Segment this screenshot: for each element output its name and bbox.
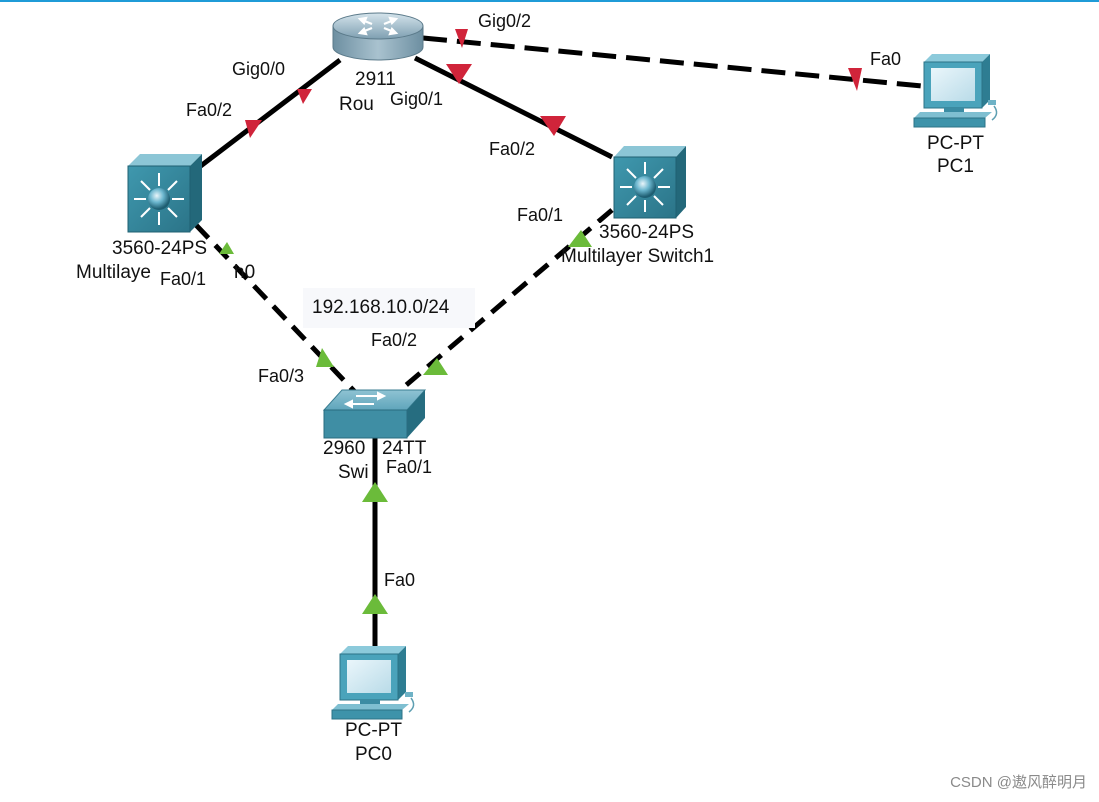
link-status-up-indicator: [362, 482, 388, 502]
switch-model-label-right: 24TT: [382, 438, 427, 459]
link-status-down-indicator: [245, 120, 262, 138]
link-status-down-indicator: [540, 116, 566, 136]
link-status-up-indicator: [568, 230, 592, 247]
port-label-pc1-fa0: Fa0: [870, 49, 902, 69]
ml0-model-label: 3560-24PS: [112, 238, 208, 259]
pc0-type-label: PC-PT: [345, 720, 402, 741]
watermark-text: CSDN @遨风醉明月: [950, 774, 1087, 791]
router-model-label: 2911: [355, 69, 396, 90]
port-label-ml1-fa02: Fa0/2: [489, 139, 536, 159]
port-label-ml0-fa02: Fa0/2: [186, 100, 233, 120]
window-top-accent: [0, 0, 1099, 2]
multilayer-switch-icon[interactable]: [613, 146, 686, 219]
ml1-model-label: 3560-24PS: [597, 222, 697, 243]
port-label-pc0-fa0: Fa0: [384, 570, 416, 590]
link-status-up-indicator: [219, 242, 234, 254]
link-status-down-indicator: [446, 64, 472, 84]
pc1-type-label: PC-PT: [927, 133, 984, 154]
router-name-label: Rou: [339, 94, 374, 115]
pc0-name-label: PC0: [355, 744, 392, 765]
link-router-ml1[interactable]: [413, 55, 614, 160]
ml1-name-label: Multilayer Switch1: [561, 246, 715, 267]
pc1-name-label: PC1: [937, 156, 974, 177]
pc-icon[interactable]: [331, 646, 415, 720]
switch-icon[interactable]: [322, 389, 427, 439]
network-label-box: [303, 288, 475, 328]
link-ml1-switch[interactable]: [396, 208, 614, 394]
port-label-router-gig00: Gig0/0: [232, 59, 286, 79]
switch-model-label-left: 2960: [323, 438, 366, 459]
link-status-down-indicator: [455, 29, 468, 48]
ml0-name-label-left: Multilaye: [76, 262, 151, 283]
port-label-ml1-fa01: Fa0/1: [517, 205, 564, 225]
link-status-up-indicator: [423, 358, 448, 375]
port-label-sw-fa02: Fa0/2: [371, 330, 418, 350]
port-label-router-gig01: Gig0/1: [388, 89, 446, 109]
link-router-pc1[interactable]: [422, 35, 923, 89]
link-status-down-indicator: [848, 68, 862, 91]
link-status-down-indicator: [297, 89, 312, 104]
port-label-sw-fa01: Fa0/1: [384, 457, 435, 477]
port-label-ml0-fa01: Fa0/1: [158, 269, 209, 289]
router-icon[interactable]: [332, 12, 424, 61]
pc-icon[interactable]: [913, 54, 998, 128]
port-label-sw-fa03: Fa0/3: [258, 366, 305, 386]
link-status-up-indicator: [316, 348, 334, 367]
network-address-label: 192.168.10.0/24: [312, 297, 450, 318]
link-status-up-indicator: [362, 594, 388, 614]
switch-name-label: Swi: [338, 462, 369, 483]
port-label-router-gig02: Gig0/2: [478, 11, 532, 31]
ml0-name-label-right: h0: [234, 262, 256, 283]
link-router-ml0[interactable]: [196, 58, 342, 170]
multilayer-switch-icon[interactable]: [127, 154, 202, 233]
